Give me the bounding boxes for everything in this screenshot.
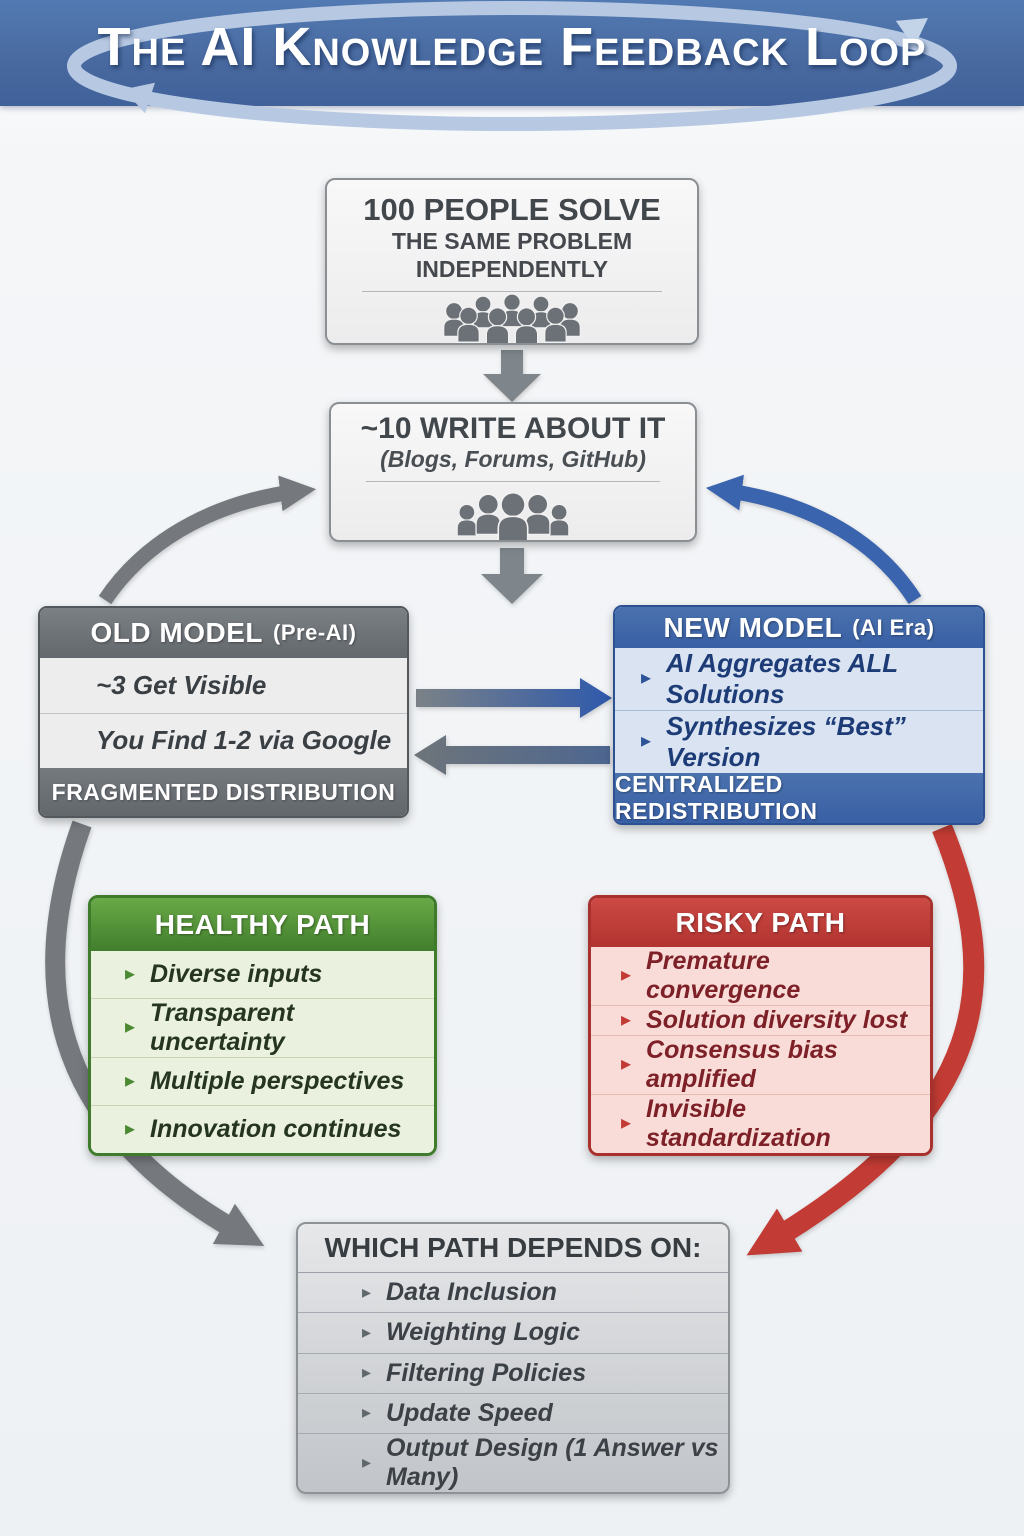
feedback-curve-left [98, 475, 317, 605]
divider [366, 481, 660, 482]
healthy-item: ▸ Multiple perspectives [91, 1057, 434, 1105]
new-model-box: NEW MODEL (AI Era) ▸ AI Aggregates ALL S… [613, 605, 985, 825]
depends-item: ▸ Data Inclusion [362, 1278, 557, 1307]
healthy-item: ▸ Transparent uncertainty [91, 998, 434, 1057]
new-model-header: NEW MODEL (AI Era) [615, 607, 983, 648]
solve-line1: 100 PEOPLE SOLVE [363, 192, 661, 227]
solve-line3: INDEPENDENTLY [415, 255, 609, 282]
healthy-item: ▸ Diverse inputs [125, 960, 323, 988]
depends-item: ▸ Filtering Policies [298, 1352, 728, 1393]
old-model-box: OLD MODEL (Pre-AI) ~3 Get Visible You Fi… [38, 606, 409, 818]
loop-arc-left [45, 820, 265, 1246]
healthy-item: ▸ Innovation continues [91, 1105, 434, 1153]
old-model-title: OLD MODEL [90, 617, 264, 648]
old-model-header: OLD MODEL (Pre-AI) [40, 608, 407, 658]
triangle-bullet-icon: ▸ [621, 1008, 632, 1031]
old-model-row: You Find 1-2 via Google [40, 712, 407, 769]
risky-item: ▸ Premature convergence [621, 947, 801, 1004]
down-arrow-1 [483, 350, 541, 402]
write-title: ~10 WRITE ABOUT IT [360, 412, 666, 445]
old-model-era: (Pre-AI) [273, 620, 357, 645]
page-title: The AI Knowledge Feedback Loop [97, 17, 927, 77]
depends-item: ▸ Update Speed [298, 1392, 728, 1433]
new-model-era: (AI Era) [852, 614, 935, 640]
people-solve-box: 100 PEOPLE SOLVE THE SAME PROBLEM INDEPE… [325, 178, 699, 345]
solve-line2: THE SAME PROBLEM [391, 228, 633, 254]
new-model-row: ▸ AI Aggregates ALL Solutions [641, 648, 898, 709]
write-subtitle: (Blogs, Forums, GitHub) [380, 446, 646, 472]
risky-path-box: RISKY PATH ▸ Premature convergence ▸ Sol… [588, 895, 933, 1156]
triangle-bullet-icon: ▸ [125, 1016, 136, 1038]
risky-item: ▸ Consensus bias amplified [591, 1035, 930, 1094]
crowd-icon [443, 294, 581, 343]
write-about-box: ~10 WRITE ABOUT IT (Blogs, Forums, GitHu… [329, 402, 697, 542]
feedback-curve-right [705, 474, 922, 605]
new-model-footer: CENTRALIZED REDISTRIBUTION [615, 771, 983, 823]
header-band: The AI Knowledge Feedback Loop [0, 0, 1024, 131]
depends-item: ▸ Output Design (1 Answer vs Many) [298, 1433, 728, 1492]
triangle-bullet-icon: ▸ [362, 1402, 372, 1423]
triangle-bullet-icon: ▸ [621, 1053, 632, 1075]
risky-item: ▸ Invisible standardization [591, 1094, 930, 1153]
healthy-path-box: HEALTHY PATH ▸ Diverse inputs ▸ Transpar… [88, 895, 437, 1156]
triangle-bullet-icon: ▸ [362, 1281, 372, 1302]
loop-arc-right [746, 824, 985, 1256]
divider [362, 291, 662, 293]
old-model-footer: FRAGMENTED DISTRIBUTION [40, 768, 407, 816]
risky-path-header: RISKY PATH [591, 898, 930, 947]
triangle-bullet-icon: ▸ [362, 1321, 372, 1342]
triangle-bullet-icon: ▸ [125, 1069, 136, 1092]
depends-item: ▸ Weighting Logic [298, 1312, 728, 1352]
new-model-row: ▸ Synthesizes “Best” Version [615, 710, 983, 773]
group-icon [456, 491, 570, 540]
healthy-path-header: HEALTHY PATH [91, 898, 434, 951]
triangle-bullet-icon: ▸ [621, 964, 632, 986]
new-model-title: NEW MODEL [663, 611, 843, 643]
triangle-bullet-icon: ▸ [641, 730, 652, 752]
down-arrow-2 [481, 548, 543, 604]
risky-item: ▸ Solution diversity lost [591, 1005, 930, 1035]
triangle-bullet-icon: ▸ [641, 667, 652, 689]
triangle-bullet-icon: ▸ [125, 1117, 136, 1140]
old-model-row: ~3 Get Visible [96, 669, 267, 700]
triangle-bullet-icon: ▸ [362, 1362, 372, 1383]
depends-title: WHICH PATH DEPENDS ON: [298, 1224, 728, 1273]
triangle-bullet-icon: ▸ [362, 1452, 372, 1472]
exchange-arrow-right [416, 678, 612, 718]
exchange-arrow-left [414, 735, 610, 775]
triangle-bullet-icon: ▸ [621, 1112, 632, 1134]
depends-box: WHICH PATH DEPENDS ON: ▸ Data Inclusion … [296, 1222, 730, 1494]
triangle-bullet-icon: ▸ [125, 962, 136, 985]
